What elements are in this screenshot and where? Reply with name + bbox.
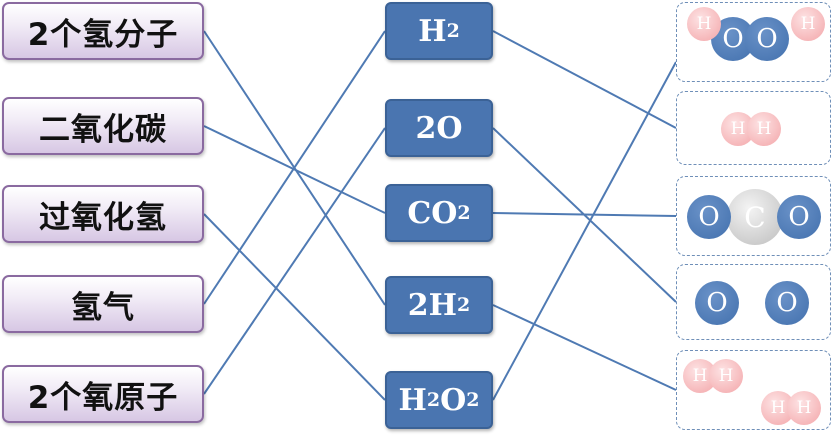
formula-box-2o[interactable]: 2O (385, 99, 493, 157)
line-l4-m1 (203, 30, 386, 305)
model-panel-two-hydrogen-molecules[interactable]: H H H H (676, 350, 831, 430)
formula-text: CO (407, 195, 458, 231)
formula-text: 2H (407, 287, 457, 323)
hydrogen-atom: H (791, 7, 825, 41)
carbon-atom: C (727, 189, 783, 245)
line-l2-m3 (203, 125, 386, 214)
model-panel-carbon-dioxide[interactable]: C O O (676, 176, 831, 256)
left-item-label: 2个氢分子 (27, 16, 179, 53)
left-item-label: 二氧化碳 (39, 111, 167, 148)
line-l3-m5 (203, 213, 386, 401)
hydrogen-atom: H (787, 391, 821, 425)
line-m3-r3 (492, 212, 677, 217)
oxygen-atom: O (695, 281, 739, 325)
hydrogen-atom: H (709, 359, 743, 393)
line-m4-r5 (492, 304, 677, 391)
line-l1-m4 (203, 30, 386, 306)
left-item-2-hydrogen-molecules[interactable]: 2个氢分子 (2, 2, 204, 60)
oxygen-atom: O (745, 17, 789, 61)
line-m2-r4 (492, 127, 677, 303)
oxygen-atom: O (765, 281, 809, 325)
line-l5-m2 (203, 127, 386, 395)
left-item-hydrogen-peroxide[interactable]: 过氧化氢 (2, 185, 204, 243)
left-item-hydrogen-gas[interactable]: 氢气 (2, 275, 204, 333)
hydrogen-atom: H (747, 112, 781, 146)
formula-text: 2O (415, 110, 463, 146)
model-panel-two-oxygen-atoms[interactable]: O O (676, 264, 831, 340)
formula-text: O (440, 382, 467, 418)
model-panel-hydrogen-molecule[interactable]: H H (676, 91, 831, 165)
oxygen-atom: O (777, 195, 821, 239)
hydrogen-atom: H (687, 7, 721, 41)
line-m1-r2 (492, 30, 677, 129)
formula-text: H (398, 382, 427, 418)
left-item-carbon-dioxide[interactable]: 二氧化碳 (2, 97, 204, 155)
line-m5-r1 (492, 61, 677, 401)
formula-text: H (418, 13, 447, 49)
left-item-label: 氢气 (71, 289, 135, 326)
left-item-label: 过氧化氢 (39, 199, 167, 236)
oxygen-atom: O (687, 195, 731, 239)
model-panel-hydrogen-peroxide[interactable]: O O H H (676, 2, 831, 82)
left-item-2-oxygen-atoms[interactable]: 2个氧原子 (2, 365, 204, 423)
left-item-label: 2个氧原子 (27, 379, 179, 416)
